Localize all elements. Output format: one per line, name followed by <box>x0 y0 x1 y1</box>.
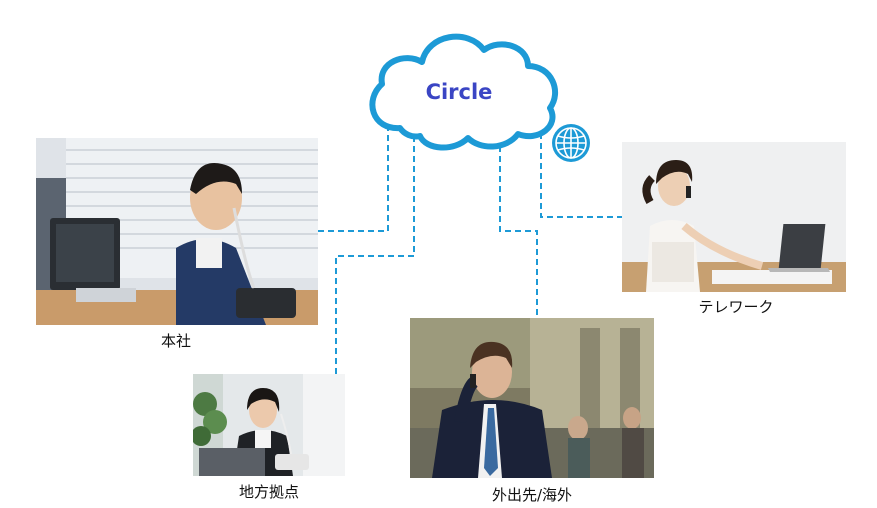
caption-mobile: 外出先/海外 <box>491 486 573 504</box>
caption-telework: テレワーク <box>698 298 774 316</box>
photo-branch <box>193 374 345 476</box>
caption-branch: 地方拠点 <box>238 483 299 501</box>
cloud-shape <box>369 33 558 151</box>
cloud-label: Circle <box>425 80 493 104</box>
globe-icon <box>552 124 590 162</box>
caption-headquarters: 本社 <box>160 332 191 350</box>
photo-telework <box>622 142 846 292</box>
connector-telework <box>540 123 622 218</box>
photo-mobile <box>410 318 654 478</box>
connector-headquarters <box>318 128 389 232</box>
photo-headquarters <box>36 138 318 325</box>
connector-branch <box>335 138 415 374</box>
connector-mobile <box>499 146 538 318</box>
